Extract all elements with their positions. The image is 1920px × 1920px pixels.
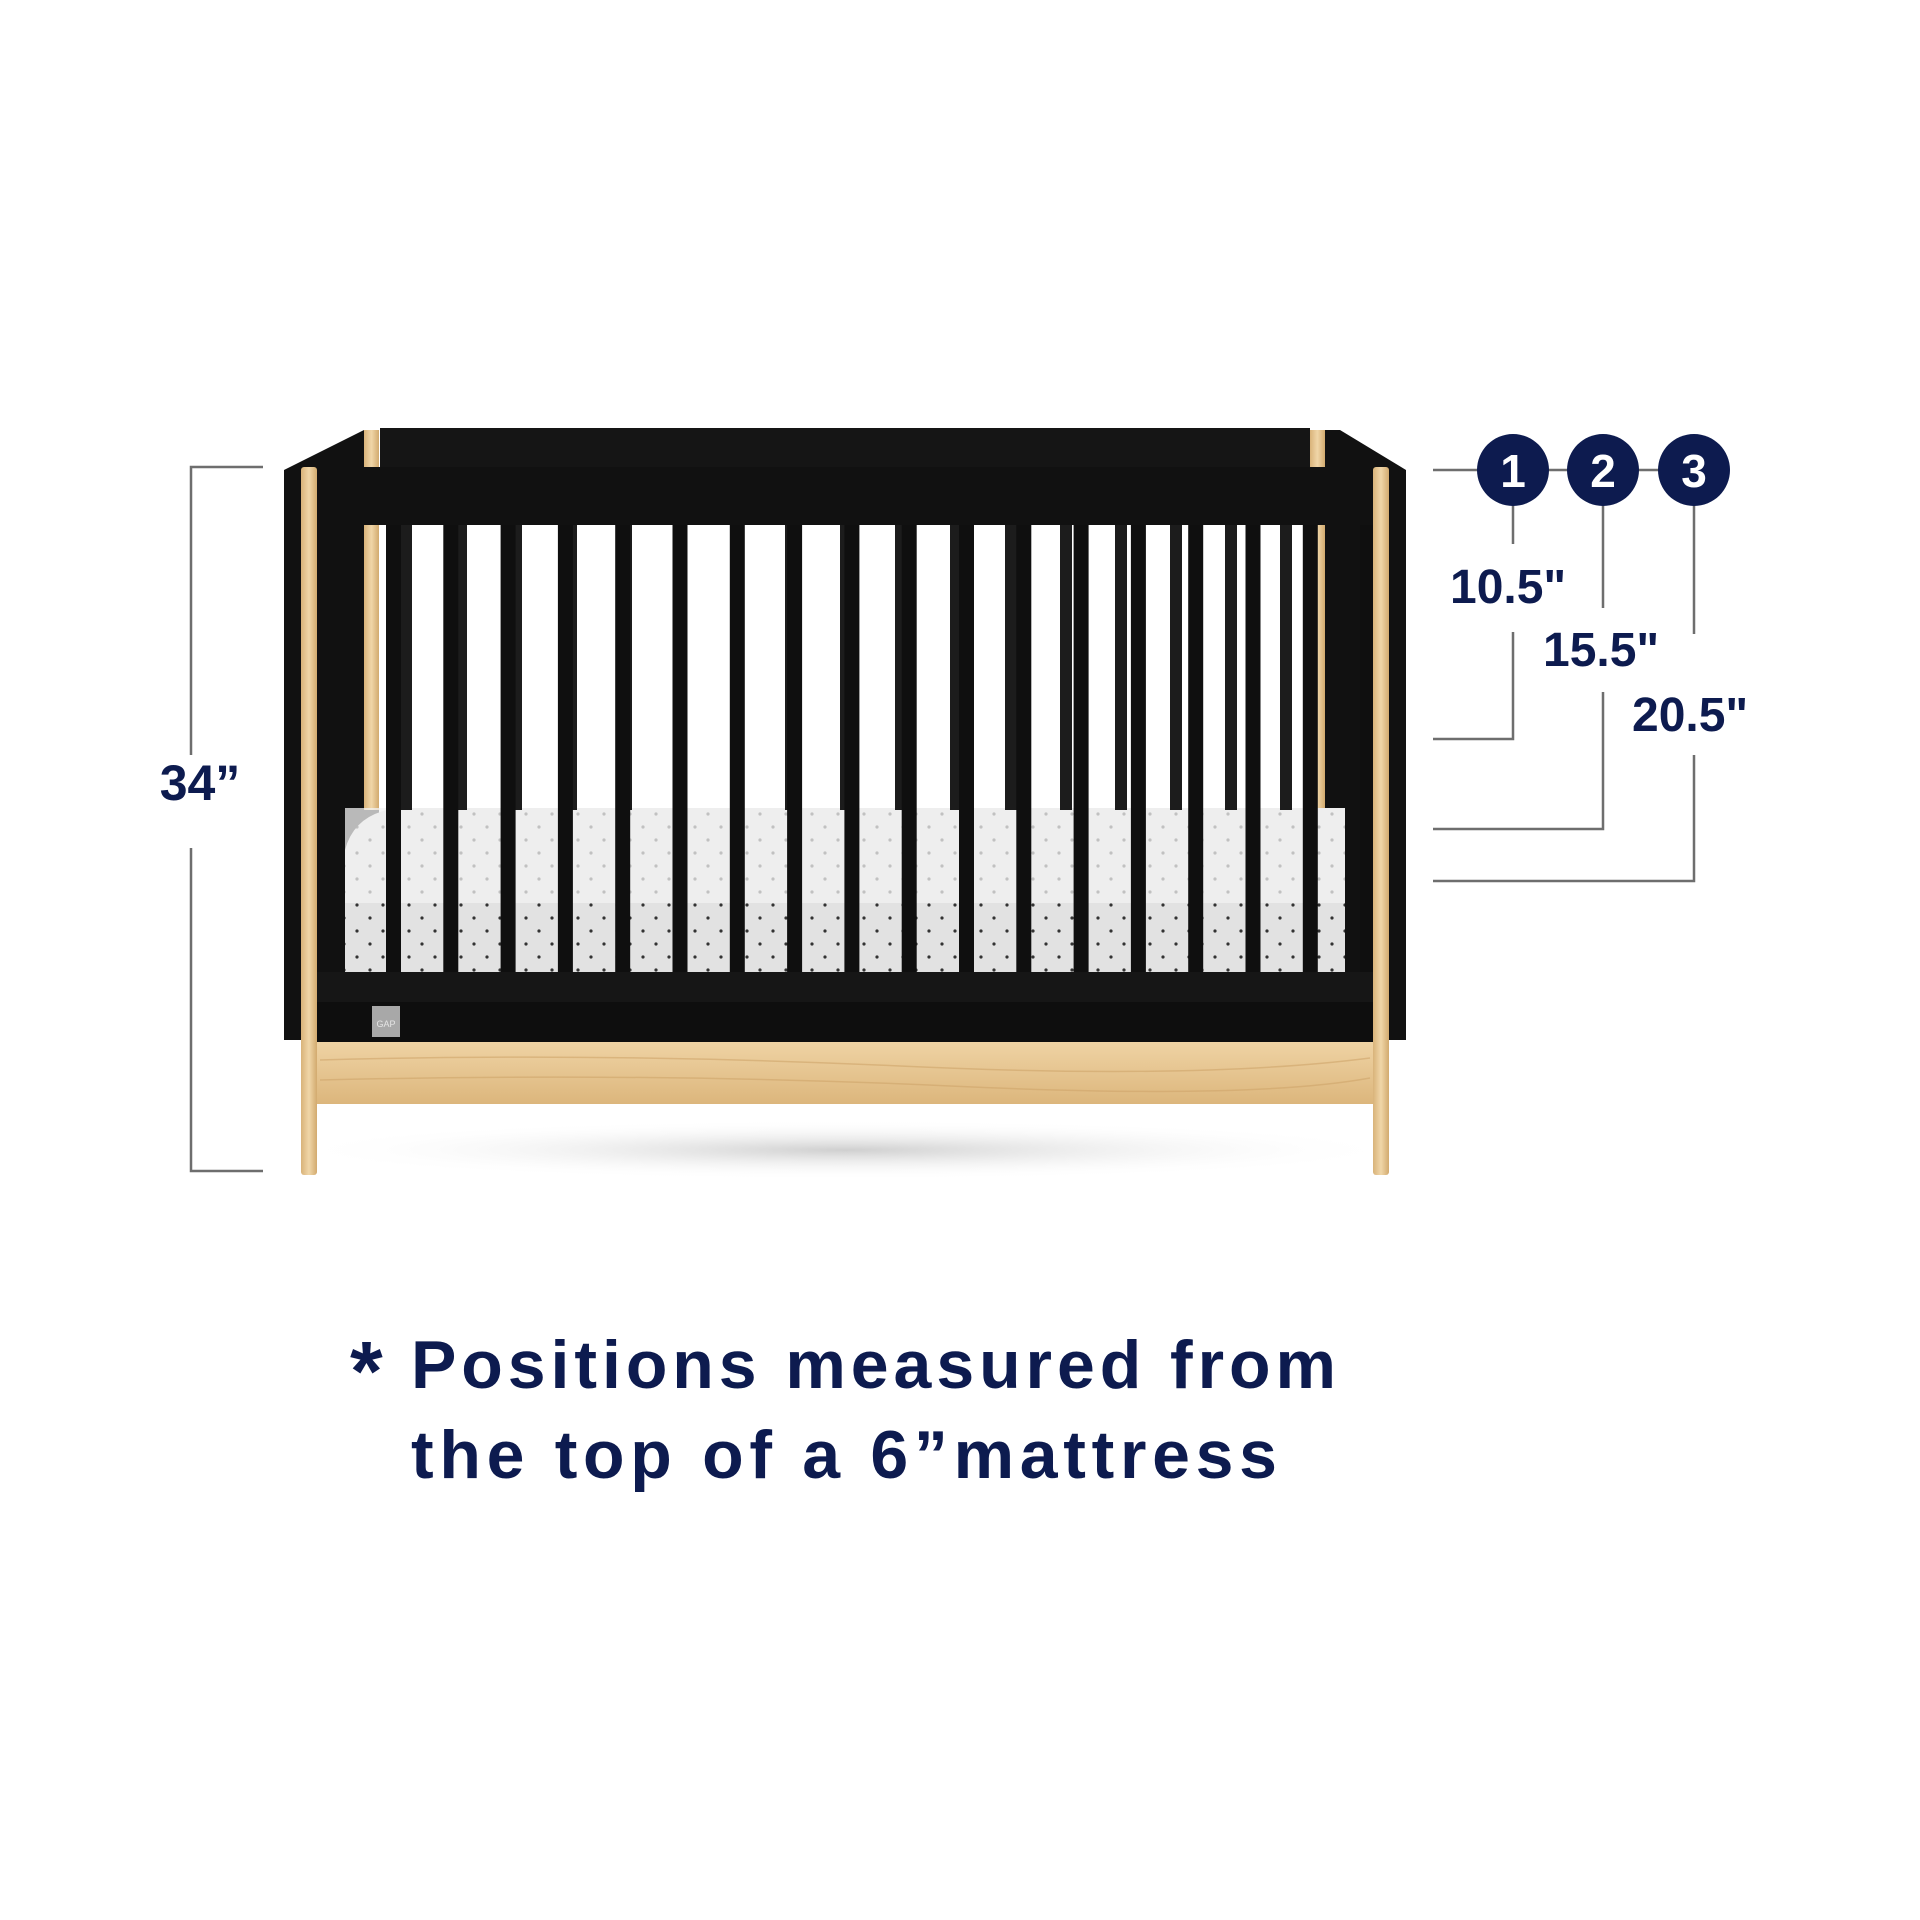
brand-badge-text: GAP — [376, 1019, 395, 1029]
front-left-leg — [301, 467, 317, 1175]
back-slat — [400, 525, 412, 810]
front-slat — [787, 520, 803, 975]
height-bracket-bottom — [189, 848, 263, 1173]
wood-base-rail — [316, 1042, 1374, 1104]
position-1-badge: 1 — [1477, 434, 1549, 506]
back-top-rail — [380, 428, 1310, 468]
slats — [386, 520, 1376, 975]
overall-height-label: 34” — [160, 755, 241, 811]
front-slat — [443, 520, 459, 975]
position-3-badge: 3 — [1658, 434, 1730, 506]
front-slat — [729, 520, 745, 975]
front-slat — [672, 520, 688, 975]
back-slat — [1170, 525, 1182, 810]
footnote-line-2: the top of a 6”mattress — [411, 1417, 1277, 1493]
front-slat — [557, 520, 573, 975]
svg-text:2: 2 — [1590, 445, 1616, 497]
back-slat — [1280, 525, 1292, 810]
position-1-label: 10.5" — [1450, 561, 1566, 614]
front-slat — [1360, 520, 1376, 975]
front-slat — [1073, 520, 1089, 975]
front-slat — [615, 520, 631, 975]
brand-badge — [372, 1006, 400, 1037]
svg-text:1: 1 — [1500, 445, 1526, 497]
position-2-badge: 2 — [1567, 434, 1639, 506]
front-slat — [1245, 520, 1261, 975]
front-slat — [1188, 520, 1204, 975]
back-slat — [1005, 525, 1017, 810]
front-slat — [1016, 520, 1032, 975]
back-slat — [1225, 525, 1237, 810]
front-slat — [386, 520, 401, 975]
front-slat — [844, 520, 860, 975]
front-bottom-rail — [310, 972, 1375, 1002]
front-slat — [901, 520, 917, 975]
lower-panel — [310, 1002, 1375, 1042]
front-slat — [959, 520, 974, 975]
floor-shadow — [285, 1120, 1405, 1180]
front-right-leg — [1373, 467, 1389, 1175]
footnote-line-1: Positions measured from — [411, 1327, 1336, 1403]
front-slat — [500, 520, 516, 975]
back-slat — [1115, 525, 1127, 810]
front-slat — [1302, 520, 1318, 975]
position-2-label: 15.5" — [1543, 624, 1659, 677]
position-3-label: 20.5" — [1632, 689, 1748, 742]
height-bracket-top — [189, 465, 263, 755]
footnote-asterisk: * — [350, 1324, 383, 1418]
front-slat — [1130, 520, 1146, 975]
front-top-rail — [310, 467, 1375, 525]
svg-text:3: 3 — [1681, 445, 1707, 497]
back-slat — [1060, 525, 1072, 810]
